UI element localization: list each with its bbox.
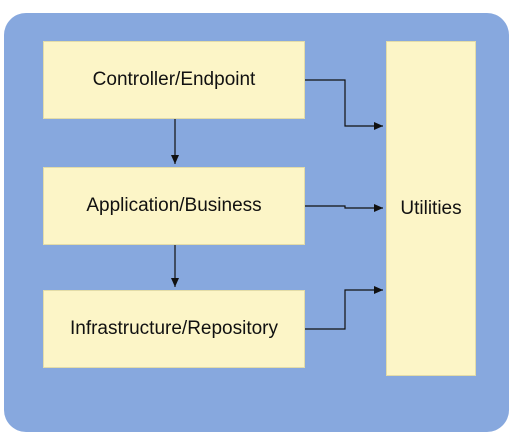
utilities-box: Utilities	[386, 41, 476, 376]
arrow-application-to-utilities	[305, 204, 383, 212]
application-business-label: Application/Business	[86, 195, 262, 216]
arrow-infrastructure-to-utilities	[305, 286, 383, 330]
infrastructure-repository-box: Infrastructure/Repository	[43, 290, 305, 368]
controller-endpoint-box: Controller/Endpoint	[43, 41, 305, 119]
utilities-label: Utilities	[400, 197, 462, 219]
application-business-box: Application/Business	[43, 167, 305, 245]
arrow-controller-to-utilities	[305, 79, 383, 130]
controller-endpoint-label: Controller/Endpoint	[92, 69, 256, 90]
infrastructure-repository-label: Infrastructure/Repository	[69, 318, 279, 339]
